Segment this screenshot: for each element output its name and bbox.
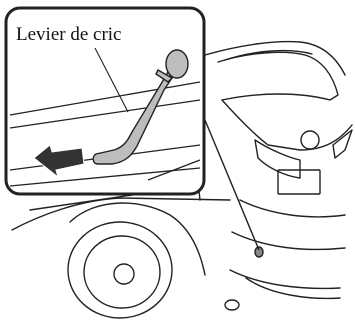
bumper-lower xyxy=(232,232,345,249)
hatch-outline xyxy=(222,100,352,150)
bumper-bottom xyxy=(230,270,340,288)
rear-window xyxy=(218,52,338,100)
callout-label: Levier de cric xyxy=(16,24,121,46)
rear-bumper xyxy=(240,200,345,217)
exhaust-pipe xyxy=(225,300,239,310)
roof-line xyxy=(205,42,345,75)
rear-wheel-rim xyxy=(84,236,160,308)
brand-logo xyxy=(301,131,319,149)
rear-wheel-hub xyxy=(114,264,134,284)
